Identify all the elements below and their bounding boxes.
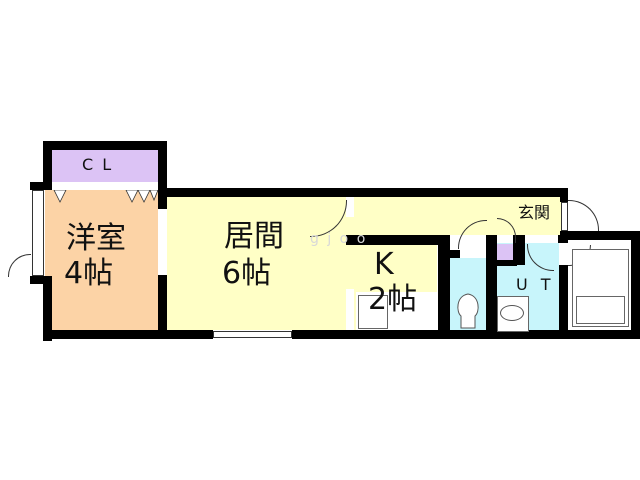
entrance-door-frame bbox=[561, 202, 568, 231]
partition-white bbox=[346, 289, 354, 330]
wall bbox=[486, 235, 497, 335]
western-room bbox=[45, 190, 158, 330]
kitchen-label: K bbox=[374, 247, 394, 282]
wall bbox=[158, 188, 568, 197]
wall bbox=[43, 141, 167, 150]
wall bbox=[30, 276, 45, 284]
wall bbox=[559, 265, 568, 335]
wall bbox=[448, 250, 460, 258]
entrance-label: 玄関 bbox=[518, 203, 551, 222]
corridor bbox=[357, 197, 562, 235]
closet-door-marks bbox=[53, 190, 158, 203]
closet-label: C L bbox=[82, 155, 114, 174]
partition-white bbox=[346, 197, 354, 217]
wall bbox=[346, 235, 448, 245]
wall bbox=[43, 141, 52, 190]
wall bbox=[513, 235, 525, 265]
utility-label: U T bbox=[516, 275, 555, 294]
toilet-fixture bbox=[457, 293, 479, 329]
entrance-door-swing bbox=[568, 200, 599, 231]
wall bbox=[560, 188, 568, 202]
storage-small bbox=[497, 244, 513, 260]
closet-room bbox=[52, 150, 158, 182]
window-left bbox=[32, 190, 44, 276]
closet-gap bbox=[52, 182, 158, 190]
kitchen-sink bbox=[358, 295, 388, 329]
wall bbox=[158, 141, 167, 197]
western-room-size: 4帖 bbox=[64, 256, 114, 291]
living-room-size: 6帖 bbox=[222, 256, 272, 291]
wall bbox=[497, 260, 517, 266]
exterior-door-swing bbox=[8, 254, 31, 277]
wall bbox=[158, 197, 167, 209]
wall bbox=[292, 330, 637, 339]
wall bbox=[560, 231, 640, 240]
western-room-label: 洋室 bbox=[66, 221, 126, 256]
wall bbox=[438, 235, 450, 335]
bathtub-inner bbox=[576, 296, 625, 324]
wall bbox=[43, 330, 213, 339]
wall bbox=[30, 182, 45, 190]
wall bbox=[43, 276, 52, 341]
wall bbox=[558, 235, 568, 243]
window-bottom bbox=[213, 331, 292, 338]
kitchen-size: 2帖 bbox=[368, 282, 418, 317]
washbasin-bowl bbox=[500, 305, 524, 321]
watermark: g j o o bbox=[310, 231, 368, 247]
wall bbox=[631, 231, 640, 339]
wall bbox=[158, 275, 167, 335]
living-room-label: 居間 bbox=[224, 219, 284, 254]
